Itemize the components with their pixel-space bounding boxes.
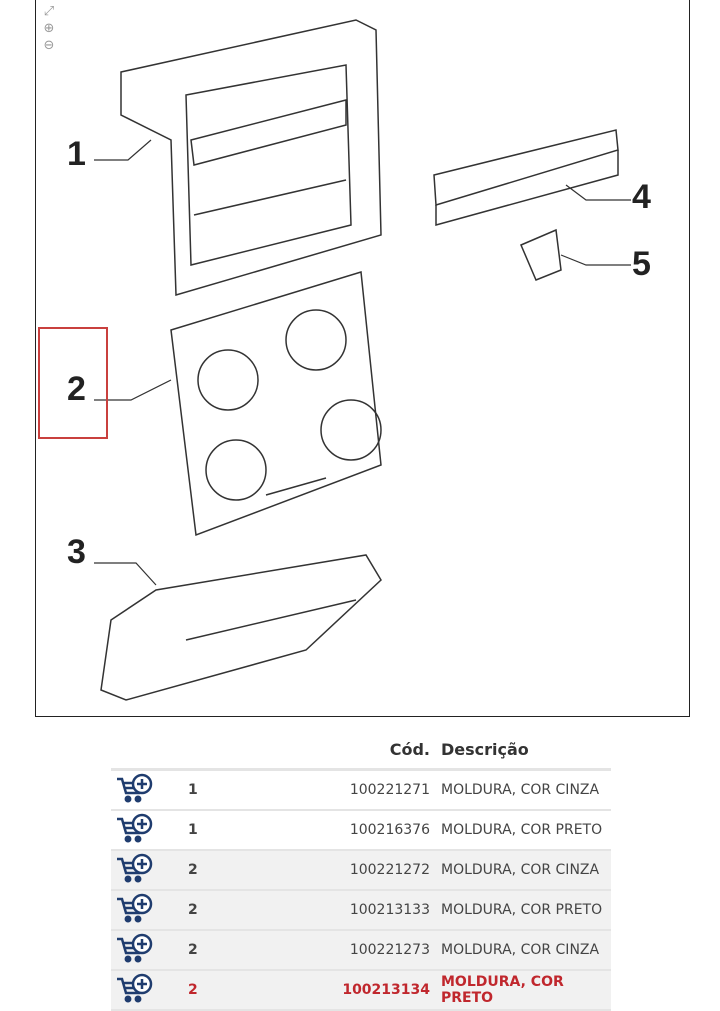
code-cell: 100213133 — [249, 890, 440, 931]
desc-cell: MOLDURA, COR PRETO — [440, 890, 611, 931]
code-cell: 100213134 — [249, 970, 440, 1011]
header-cart — [111, 730, 168, 771]
callout-5[interactable]: 5 — [632, 245, 651, 283]
code-cell: 100216376 — [249, 810, 440, 851]
part-4-cover[interactable] — [433, 129, 619, 226]
header-desc: Descrição — [440, 730, 611, 771]
callout-2[interactable]: 2 — [67, 370, 86, 408]
callout-3[interactable]: 3 — [67, 533, 86, 571]
parts-diagram — [94, 19, 631, 701]
table-row[interactable]: 1 100221271 MOLDURA, COR CINZA — [111, 769, 611, 811]
table-row[interactable]: 2 100221273 MOLDURA, COR CINZA — [111, 930, 611, 971]
desc-cell: MOLDURA, COR PRETO — [440, 810, 611, 851]
qty-cell: 2 — [168, 930, 249, 971]
callout-1[interactable]: 1 — [67, 135, 86, 173]
code-cell: 100221272 — [249, 850, 440, 891]
viewer-toolbar: ⤢ ⊕ ⊖ — [40, 4, 58, 55]
zoom-in-icon[interactable]: ⊕ — [43, 21, 55, 36]
qty-cell: 2 — [168, 970, 249, 1011]
header-qty — [168, 730, 249, 771]
parts-table: Cód. Descrição 1 100221271 MOLDURA, COR … — [111, 730, 611, 1011]
add-to-cart-icon[interactable] — [115, 853, 153, 887]
add-to-cart-icon[interactable] — [115, 813, 153, 847]
qty-cell: 1 — [168, 810, 249, 851]
add-to-cart-icon[interactable] — [115, 933, 153, 967]
qty-cell: 2 — [168, 850, 249, 891]
code-cell: 100221273 — [249, 930, 440, 971]
diagram-frame — [35, 0, 690, 717]
selected-callout-highlight — [38, 327, 108, 439]
qty-cell: 1 — [168, 769, 249, 811]
code-cell: 100221271 — [249, 769, 440, 811]
fit-icon[interactable]: ⤢ — [43, 4, 55, 19]
callout-4[interactable]: 4 — [632, 178, 651, 216]
table-row[interactable]: 2 100213133 MOLDURA, COR PRETO — [111, 890, 611, 931]
part-5-clip[interactable] — [520, 228, 562, 281]
qty-cell: 2 — [168, 890, 249, 931]
part-2-bezel[interactable] — [170, 271, 382, 537]
part-3-lower-trim[interactable] — [100, 554, 382, 701]
part-1-console-frame[interactable] — [120, 19, 382, 296]
add-to-cart-icon[interactable] — [115, 893, 153, 927]
header-code: Cód. — [249, 730, 440, 771]
table-row[interactable]: 1 100216376 MOLDURA, COR PRETO — [111, 810, 611, 851]
table-row[interactable]: 2 100213134 MOLDURA, COR PRETO — [111, 970, 611, 1011]
add-to-cart-icon[interactable] — [115, 773, 153, 807]
table-row[interactable]: 2 100221272 MOLDURA, COR CINZA — [111, 850, 611, 891]
desc-cell: MOLDURA, COR CINZA — [440, 930, 611, 971]
desc-cell: MOLDURA, COR CINZA — [440, 769, 611, 811]
desc-cell: MOLDURA, COR PRETO — [440, 970, 611, 1011]
add-to-cart-icon[interactable] — [115, 973, 153, 1007]
zoom-out-icon[interactable]: ⊖ — [43, 38, 55, 53]
desc-cell: MOLDURA, COR CINZA — [440, 850, 611, 891]
